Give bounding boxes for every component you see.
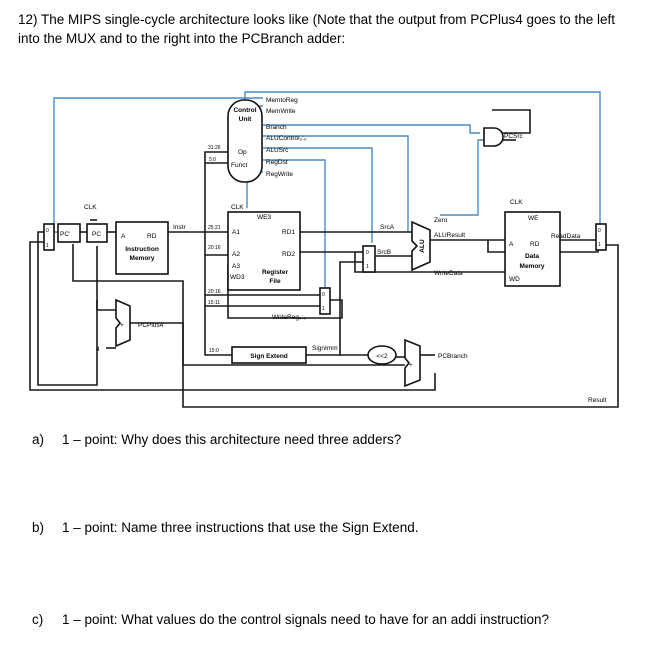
svg-text:20:16: 20:16 [208,245,221,251]
result-mux: 0 1 Result [588,223,607,404]
dmem-clk-label: CLK [510,199,523,206]
question-a-label: a) [32,432,45,447]
svg-text:1: 1 [322,306,325,312]
svg-text:0: 0 [366,250,369,256]
signal-branch: Branch [266,124,287,131]
svg-text:1: 1 [366,264,369,270]
instr-label: Instr [173,224,186,231]
signal-alucontrol: ALUControl₂:₀ [266,135,307,142]
pc-out-label: PC [92,231,101,238]
zero-label: Zero [434,217,448,224]
imem-title: Instruction [125,246,159,253]
rf-title: Register [262,269,288,276]
control-unit-title: Control [233,107,256,114]
svg-text:0: 0 [322,292,325,298]
signal-regwrite: RegWrite [266,171,293,178]
instruction-memory: A RD Instruction Memory Instr [115,221,186,275]
data-wires [29,109,619,408]
pc-in-label: PC' [60,231,70,238]
writereg-label: WriteReg₄:₀ [272,314,306,321]
bits-31-26-label: 31:26 [208,145,221,151]
writereg-mux: 0 1 WriteReg₄:₀ [272,287,331,321]
srca-label: SrcA [380,224,395,231]
question-c-label: c) [32,612,44,627]
rf-we3-label: WE3 [257,214,271,221]
readdata-label: ReadData [551,233,581,240]
op-label: Op [238,149,247,156]
signal-memtoreg: MemtoReg [266,97,298,104]
srcb-label: SrcB [377,249,391,256]
pcplus4-label: PCPlus4 [138,322,164,329]
question-a: a) 1 – point: Why does this architecture … [32,432,401,447]
dmem-title: Data [525,253,539,260]
signal-regdst: RegDst [266,159,288,166]
and-gate: PCSrc [483,127,524,147]
sign-extend: Sign Extend SignImm [231,345,338,364]
question-c-text: 1 – point: What values do the control si… [62,612,550,627]
svg-text:+: + [409,362,413,369]
pc-register: CLK PC' PC [57,204,108,243]
dmem-wd-label: WD [509,276,520,283]
pcbranch-adder: + PCBranch [404,338,468,388]
rf-a1-label: A1 [232,229,240,236]
shift-left-2: <<2 [367,345,397,365]
svg-text:0: 0 [46,228,49,234]
rf-rd1-label: RD1 [282,229,295,236]
question-b: b) 1 – point: Name three instructions tha… [32,520,418,535]
imem-a-label: A [121,233,126,240]
rf-wd3-label: WD3 [230,274,245,281]
aluresult-label: ALUResult [434,232,465,239]
svg-text:20:16: 20:16 [208,289,221,295]
srcb-mux: 0 1 SrcB SrcA [362,224,395,273]
control-unit: Control Unit Op Funct 31:26 5:0 [208,99,263,183]
dmem-a-label: A [509,241,514,248]
rf-rd2-label: RD2 [282,251,295,258]
svg-text:1: 1 [598,242,601,248]
funct-label: Funct [231,162,247,169]
question-intro-text: 12) The MIPS single-cycle architecture l… [18,12,616,46]
clk-label: CLK [84,204,97,211]
data-memory: CLK WE A RD Data Memory WD ReadData [504,199,581,287]
rf-clk-label: CLK [231,204,244,211]
question-a-text: 1 – point: Why does this architecture ne… [62,432,402,447]
control-signal-labels: MemtoReg MemWrite Branch ALUControl₂:₀ A… [266,97,307,178]
svg-text:15:11: 15:11 [208,300,220,306]
dmem-we-label: WE [528,215,539,222]
shift-label: <<2 [376,353,388,360]
writedata-label: WriteData [434,270,463,277]
pcbranch-label: PCBranch [438,353,468,360]
svg-text:25:21: 25:21 [208,225,221,231]
rf-title-2: File [269,278,281,285]
svg-text:+: + [120,322,124,329]
rf-a2-label: A2 [232,251,240,258]
svg-text:15:0: 15:0 [209,348,219,354]
question-c: c) 1 – point: What values do the control … [32,612,549,627]
imem-title-2: Memory [130,255,155,262]
alu: ALU Zero ALUResult WriteData [411,217,465,277]
signimm-label: SignImm [312,345,338,352]
pc-mux: 0 1 [43,223,55,251]
imem-rd-label: RD [147,233,157,240]
bits-5-0-label: 5:0 [209,157,216,163]
pcplus4-adder: + PCPlus4 4 [96,298,164,353]
signal-alusrc: ALUSrc [266,147,289,154]
register-file: WE3 A1 RD1 A2 RD2 A3 WD3 Register File C… [208,204,301,354]
mips-single-cycle-diagram: Control Unit Op Funct 31:26 5:0 MemtoReg… [29,91,619,408]
result-label: Result [588,397,607,404]
dmem-title-2: Memory [520,263,545,270]
question-b-text: 1 – point: Name three instructions that … [62,520,419,535]
svg-text:0: 0 [598,228,601,234]
alu-label: ALU [419,239,426,253]
signal-memwrite: MemWrite [266,108,296,115]
dmem-rd-label: RD [530,241,540,248]
const-four: 4 [96,346,100,353]
control-unit-title-2: Unit [239,116,252,123]
svg-text:1: 1 [46,243,49,249]
question-b-label: b) [32,520,45,535]
pcsrc-label: PCSrc [504,133,524,140]
rf-a3-label: A3 [232,263,240,270]
sign-extend-label: Sign Extend [250,353,288,360]
